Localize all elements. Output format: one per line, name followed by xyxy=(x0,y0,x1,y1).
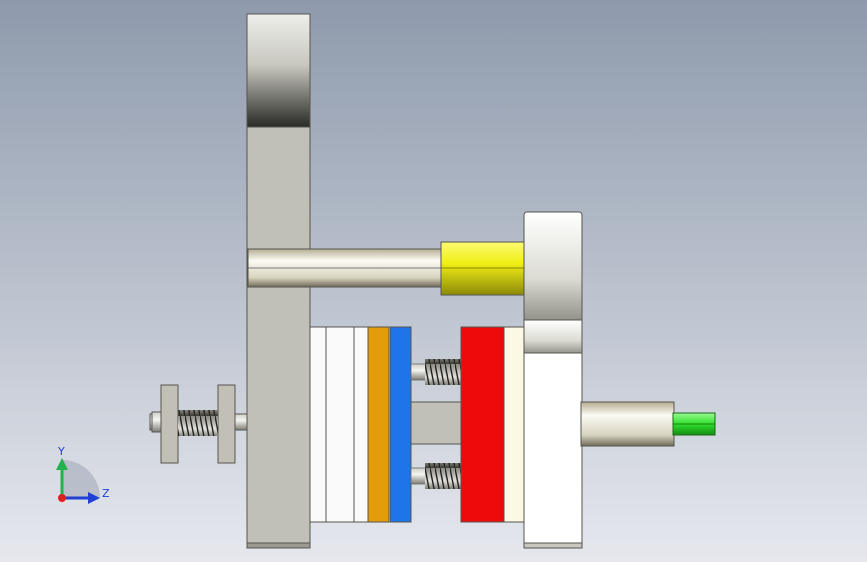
left-collar-1 xyxy=(160,384,179,464)
triad-z-arrow xyxy=(88,492,100,504)
main-frame-plate[interactable] xyxy=(246,13,311,549)
triad-z-label: Z xyxy=(102,487,110,500)
plate-white-2 xyxy=(325,326,355,523)
upper-shaft[interactable] xyxy=(247,241,526,296)
output-shaft-body xyxy=(580,401,675,447)
spring-upper xyxy=(425,359,462,385)
die-plate-stack[interactable] xyxy=(309,326,525,523)
left-spring xyxy=(178,410,218,436)
spring-lower xyxy=(425,463,462,489)
right-housing-neck xyxy=(523,319,583,355)
triad-y-arrow xyxy=(56,458,68,470)
frame-foot xyxy=(246,542,311,549)
coordinate-triad: Y Z xyxy=(56,445,110,504)
right-housing-foot xyxy=(523,542,583,549)
triad-x-axis-dot xyxy=(58,494,66,502)
triad-y-label: Y xyxy=(57,445,65,458)
plate-white-1 xyxy=(309,326,327,523)
right-housing[interactable] xyxy=(523,211,583,549)
yellow-bushing xyxy=(440,241,526,296)
left-collar-2 xyxy=(217,384,236,464)
right-disc xyxy=(523,211,583,323)
guide-block-center xyxy=(410,401,463,445)
plate-blue xyxy=(389,326,412,523)
plate-white-3 xyxy=(353,326,369,523)
triad-xz-plane xyxy=(62,460,100,498)
frame-top-cylinder xyxy=(246,13,311,128)
plate-cream xyxy=(503,326,525,523)
plate-red xyxy=(460,326,505,523)
plate-orange xyxy=(367,326,390,523)
right-housing-body xyxy=(523,352,583,549)
frame-body xyxy=(246,126,311,549)
output-shaft[interactable] xyxy=(580,401,716,447)
